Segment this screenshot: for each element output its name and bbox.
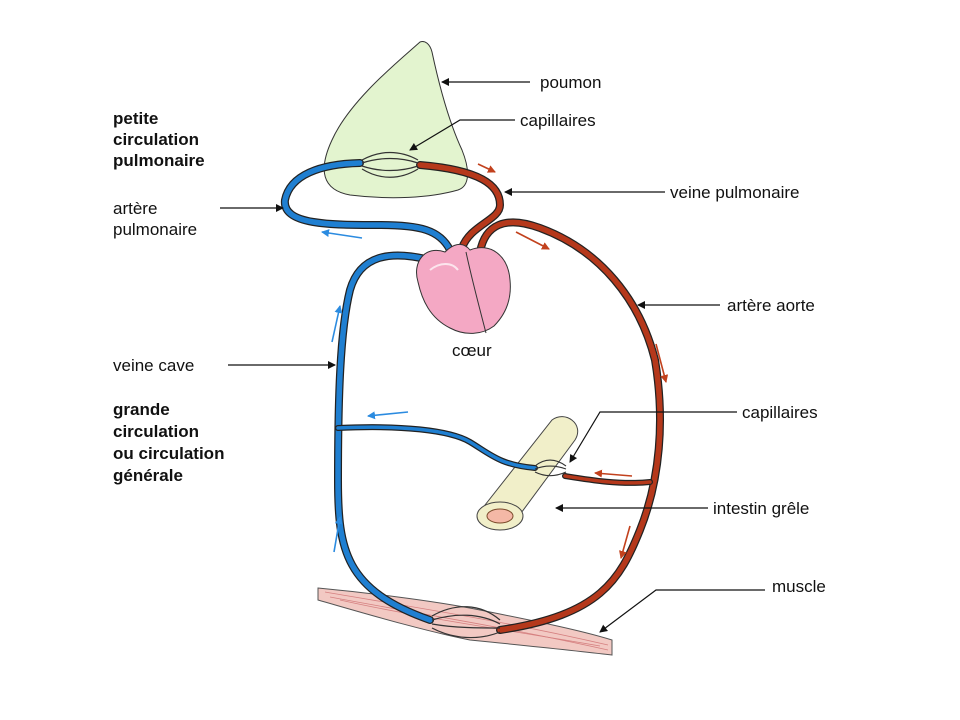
label-artere-pulmonaire-2: pulmonaire [113,220,197,239]
flow-arrows [321,163,669,559]
label-petite-circulation-1: petite [113,109,158,128]
label-grande-circulation-4: générale [113,466,183,485]
capillaries-intestine [534,459,567,477]
muscle-shape [317,587,613,656]
blue-vessels [280,159,538,624]
capillaries-lung [361,151,419,178]
label-poumon: poumon [540,73,601,92]
heart-shape [416,243,511,334]
labels: poumon capillaires veine pulmonaire artè… [113,73,826,596]
label-intestin-grele: intestin grêle [713,499,809,518]
leader-lines [220,78,765,633]
lung-shape [323,41,468,199]
intestine-shape [476,416,578,531]
label-artere-aorte: artère aorte [727,296,815,315]
label-grande-circulation-2: circulation [113,422,199,441]
label-coeur: cœur [452,341,492,360]
label-capillaires-lung: capillaires [520,111,596,130]
label-petite-circulation-2: circulation [113,130,199,149]
label-veine-cave: veine cave [113,356,194,375]
label-veine-pulmonaire: veine pulmonaire [670,183,799,202]
label-grande-circulation-3: ou circulation [113,444,224,463]
label-petite-circulation-3: pulmonaire [113,151,205,170]
label-muscle: muscle [772,577,826,596]
label-capillaires-intestine: capillaires [742,403,818,422]
label-artere-pulmonaire-1: artère [113,199,157,218]
red-vessels [416,161,664,634]
capillaries-muscle [431,606,501,639]
label-grande-circulation-1: grande [113,400,170,419]
